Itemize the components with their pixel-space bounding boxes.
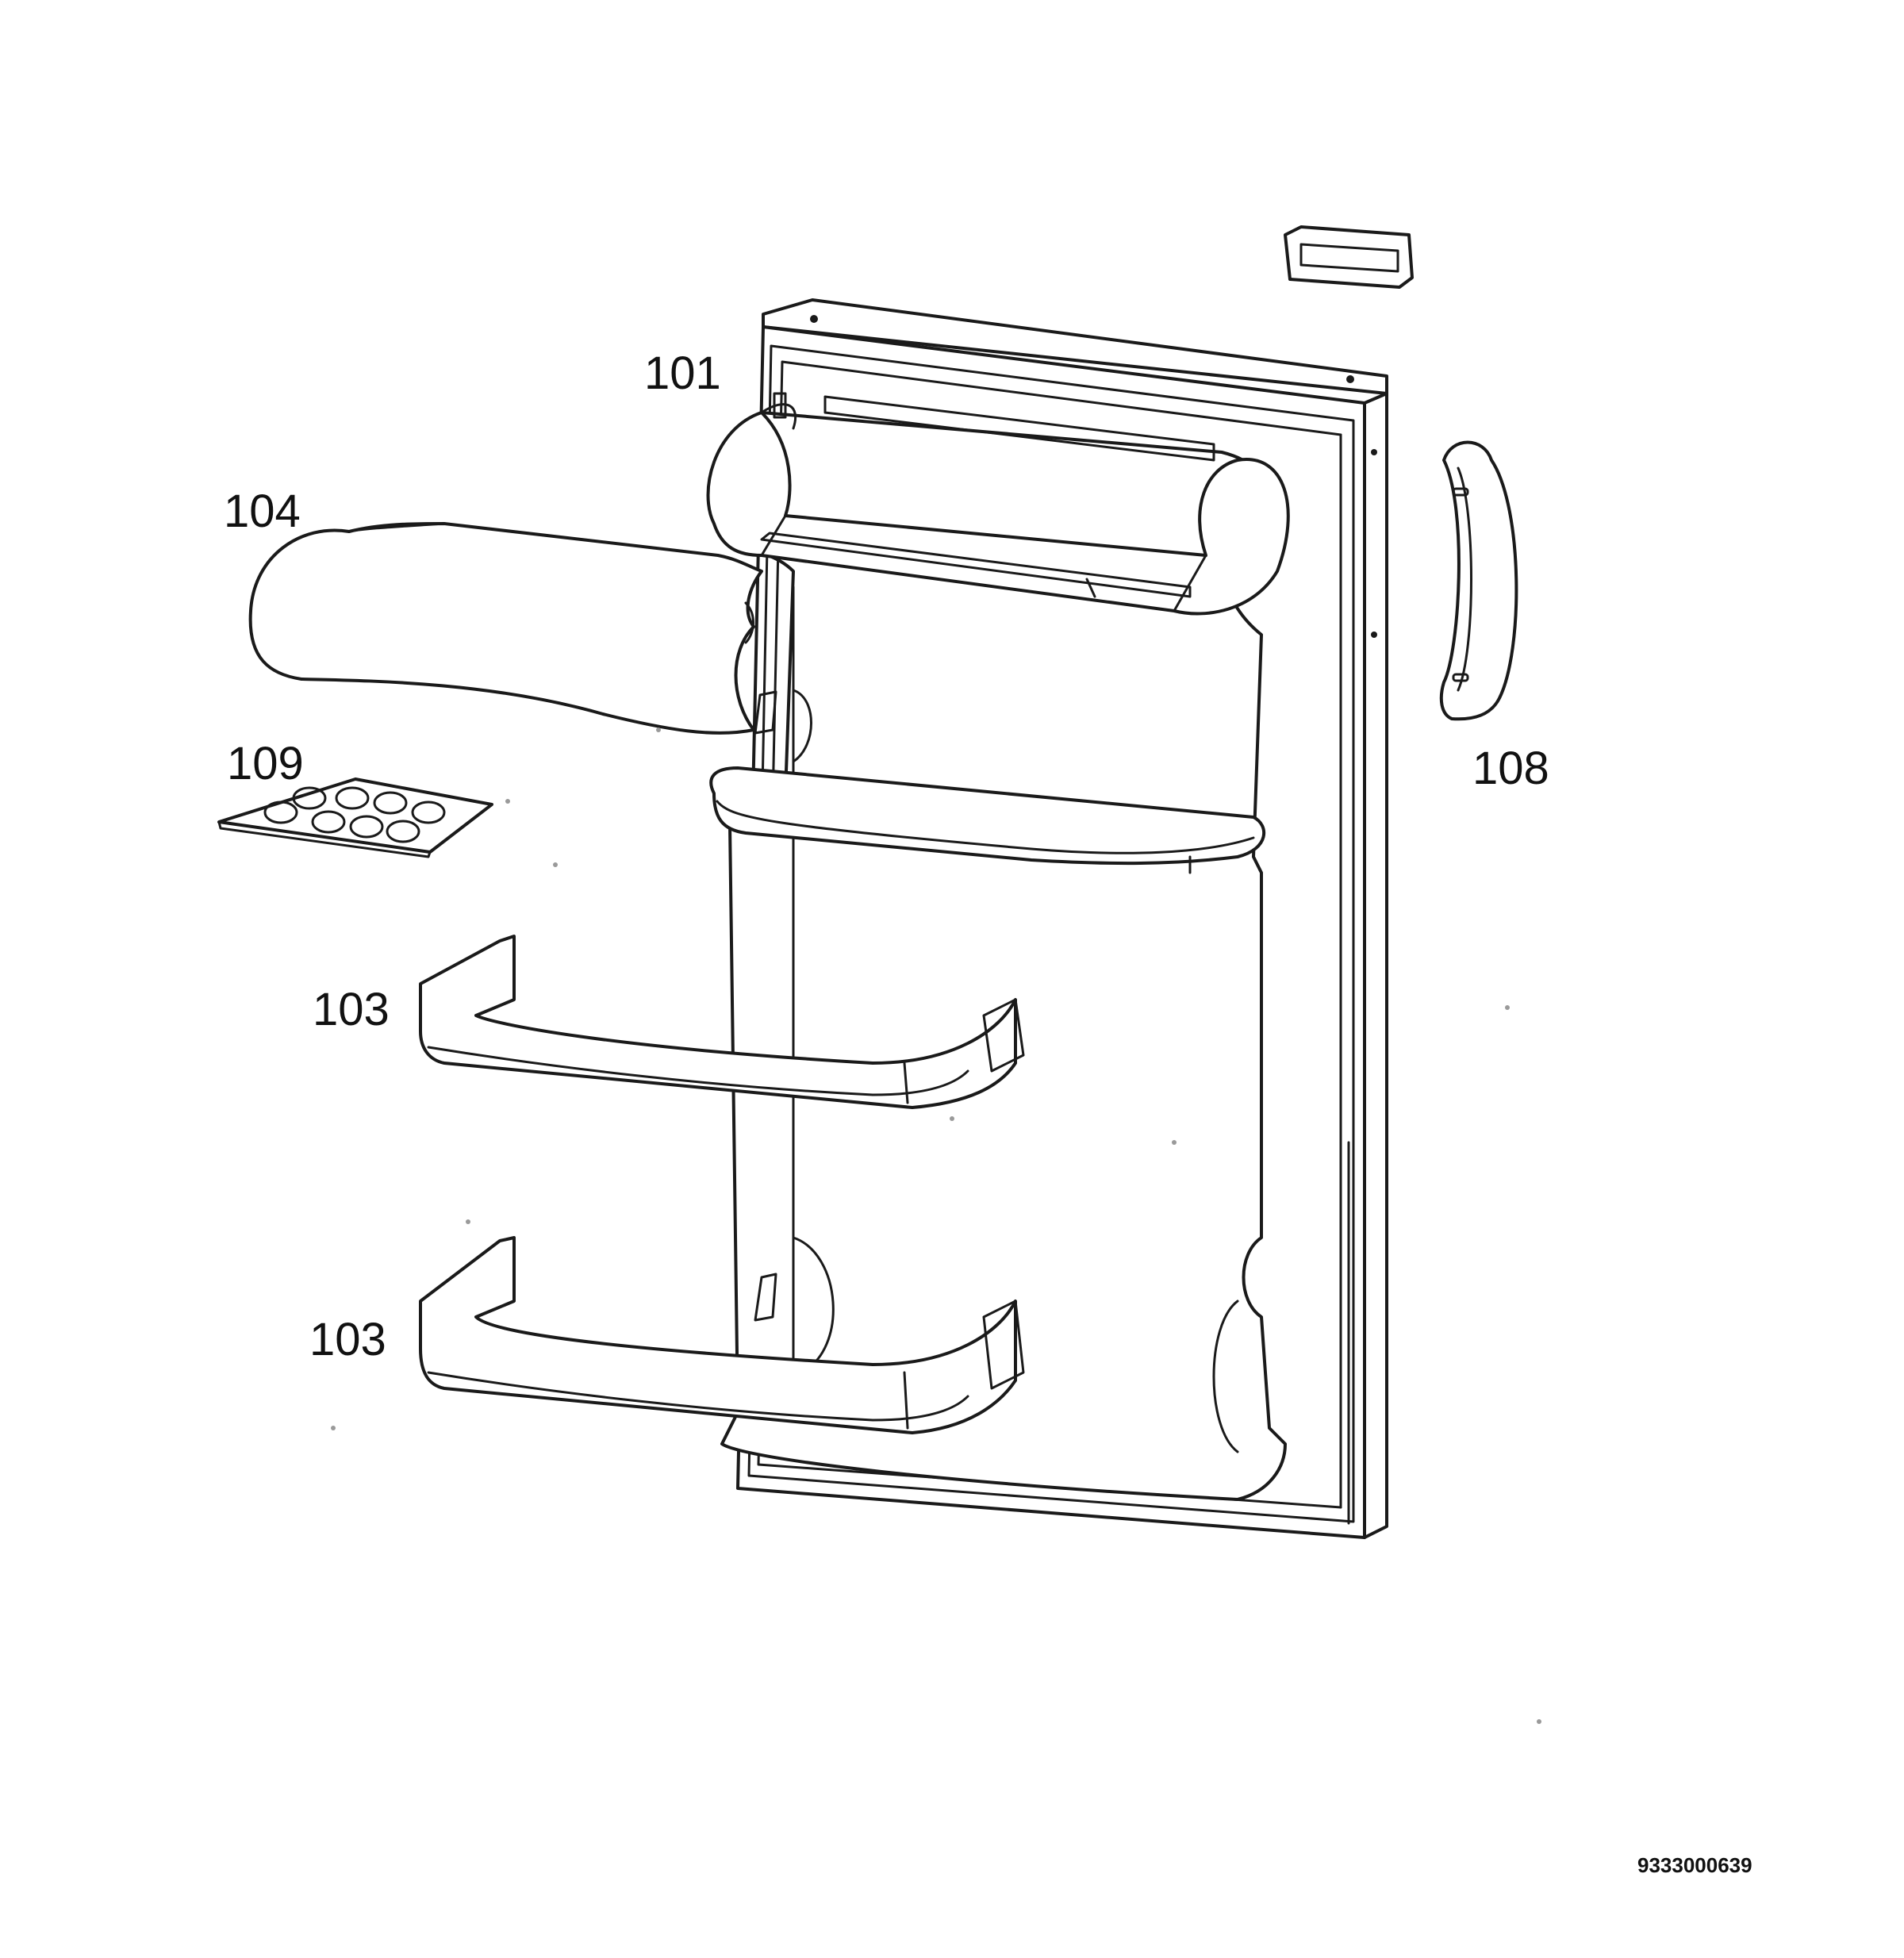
hinge-cover-cap[interactable] [1284, 225, 1414, 289]
part-108-door-handle[interactable] [1439, 440, 1518, 721]
scan-specks [331, 728, 1541, 1724]
egg-tray-cups [263, 786, 446, 843]
callout-108: 108 [1472, 743, 1549, 794]
inner-liner [713, 392, 1287, 1501]
part-109-egg-tray[interactable] [217, 777, 493, 858]
middle-shelf [709, 766, 1266, 874]
part-104-lid-cover[interactable] [248, 522, 763, 735]
callout-104: 104 [224, 486, 301, 537]
callout-103-lower: 103 [309, 1314, 386, 1365]
part-103-upper-door-bin[interactable] [419, 935, 1025, 1109]
part-103-lower-door-bin[interactable] [419, 1236, 1025, 1434]
diagram-code: 9333000639 [1637, 1853, 1752, 1877]
callout-109: 109 [227, 738, 304, 789]
callout-101: 101 [644, 347, 721, 399]
callout-103-upper: 103 [313, 984, 390, 1035]
top-shelf [706, 411, 1290, 616]
